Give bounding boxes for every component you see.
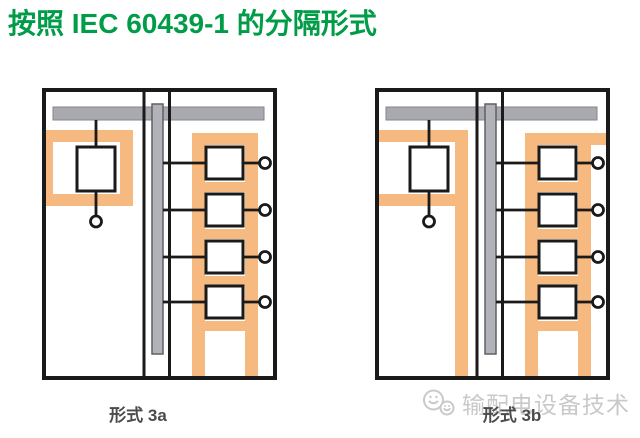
wechat-logo-icon — [423, 389, 455, 416]
incomer-compartment-barrier-orange — [379, 130, 468, 376]
form-3b-label: 形式 3b — [482, 406, 542, 425]
functional-unit-device — [537, 284, 578, 320]
form-3b-diagram — [375, 88, 610, 380]
functional-unit-device — [537, 239, 578, 275]
functional-unit-device — [204, 239, 245, 275]
form-3a-diagram — [42, 88, 277, 380]
terminal-circle — [591, 295, 605, 309]
watermark: 输配电设备技术 — [421, 387, 630, 419]
tap-lines — [163, 161, 260, 304]
terminal-circle — [258, 156, 272, 170]
vertical-busbar-riser — [151, 103, 164, 355]
watermark-text: 输配电设备技术 — [462, 392, 630, 418]
functional-unit-barrier-orange — [192, 133, 258, 376]
functional-unit-device — [537, 192, 578, 228]
functional-unit-device — [204, 145, 245, 181]
terminal-circle — [89, 214, 103, 229]
incoming-device — [408, 145, 450, 193]
terminal-circle — [591, 156, 605, 170]
tap-lines — [496, 161, 593, 304]
terminal-circle — [591, 203, 605, 217]
vertical-busbar-riser — [484, 103, 497, 355]
terminal-circle — [422, 214, 436, 229]
incoming-device — [75, 145, 117, 193]
functional-unit-device — [537, 145, 578, 181]
functional-unit-barrier-orange — [525, 133, 606, 376]
functional-unit-device — [204, 284, 245, 320]
terminal-circle — [258, 250, 272, 264]
functional-unit-device — [204, 192, 245, 228]
terminal-circle — [258, 295, 272, 309]
form-3a-label: 形式 3a — [109, 406, 167, 425]
terminal-circle — [591, 250, 605, 264]
page-title: 按照 IEC 60439-1 的分隔形式 — [8, 8, 377, 39]
terminal-circle — [258, 203, 272, 217]
